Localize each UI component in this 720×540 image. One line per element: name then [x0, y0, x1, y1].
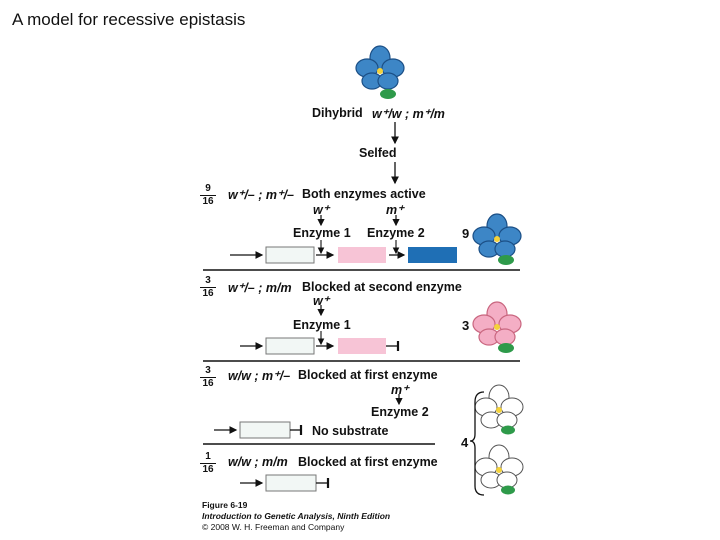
enzyme-2-label: Enzyme 2 — [367, 226, 425, 240]
m-plus-label: m⁺ — [391, 383, 409, 397]
white-flower-icon — [474, 444, 524, 495]
pink-flower-icon — [472, 301, 522, 353]
count-white-group: 4 — [461, 435, 469, 450]
genotype-class-2: w⁺/– ; m/m — [228, 281, 292, 295]
w-plus-label: w⁺ — [313, 203, 330, 217]
description-class-4: Blocked at first enzyme — [298, 455, 438, 469]
substrate-box — [239, 421, 291, 439]
genotype-class-3: w/w ; m⁺/– — [228, 369, 291, 383]
blue-flower-icon — [472, 213, 522, 265]
w-plus-label: w⁺ — [313, 294, 330, 308]
enzyme-1-label: Enzyme 1 — [293, 226, 351, 240]
description-class-1: Both enzymes active — [302, 187, 426, 201]
dihybrid-flower-icon — [355, 45, 405, 99]
blue-pigment-box — [408, 247, 457, 263]
substrate-box — [265, 246, 315, 264]
substrate-box — [265, 337, 315, 355]
genotype-class-1: w⁺/– ; m⁺/– — [228, 188, 294, 202]
brace — [469, 391, 485, 496]
description-class-2: Blocked at second enzyme — [302, 280, 462, 294]
m-plus-label: m⁺ — [386, 203, 404, 217]
count-class-2: 3 — [462, 318, 470, 333]
genotype-class-4: w/w ; m/m — [228, 455, 288, 469]
pink-intermediate-box — [338, 338, 386, 354]
slide-title: A model for recessive epistasis — [12, 10, 246, 29]
enzyme-1-label: Enzyme 1 — [293, 318, 351, 332]
book-title: Introduction to Genetic Analysis, Ninth … — [202, 511, 391, 521]
white-flower-icon — [474, 384, 524, 435]
count-class-1: 9 — [462, 226, 470, 241]
figure-number: Figure 6-19 — [202, 500, 248, 510]
enzyme-2-label: Enzyme 2 — [371, 405, 429, 419]
description-class-3: Blocked at first enzyme — [298, 368, 438, 382]
dihybrid-genotype: w⁺/w ; m⁺/m — [372, 107, 445, 121]
selfed-label: Selfed — [359, 146, 397, 160]
no-substrate-label: No substrate — [312, 424, 389, 438]
figure-caption: Figure 6-19 Introduction to Genetic Anal… — [202, 500, 390, 533]
dihybrid-label: Dihybrid — [312, 106, 363, 120]
pink-intermediate-box — [338, 247, 386, 263]
copyright: © 2008 W. H. Freeman and Company — [202, 522, 345, 532]
substrate-box — [265, 474, 317, 492]
